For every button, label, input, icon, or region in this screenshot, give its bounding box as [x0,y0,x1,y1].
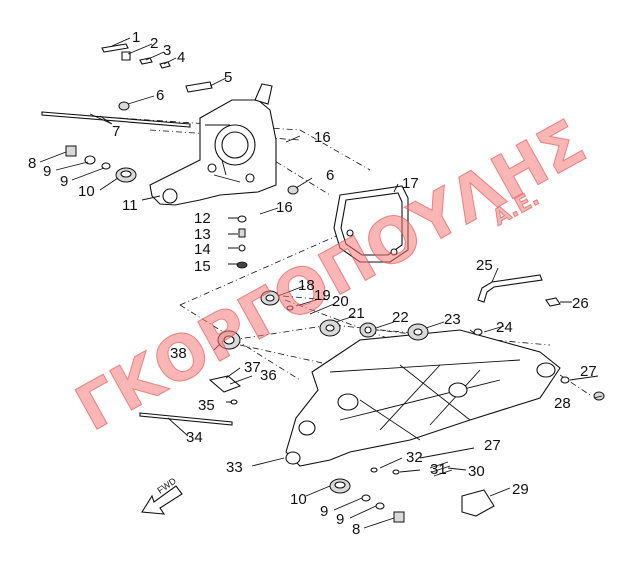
callout-9-bottom-a: 9 [320,503,328,520]
fwd-arrow: FWD [141,475,183,515]
callout-30: 30 [468,463,485,480]
callout-21: 21 [348,305,365,322]
callout-27-bottom: 27 [484,437,501,454]
callout-8-bottom: 8 [352,521,360,538]
callout-14: 14 [194,241,211,258]
callout-8-top: 8 [28,155,36,172]
callout-6-mid: 6 [326,167,334,184]
callout-33: 33 [226,459,243,476]
callout-11: 11 [122,197,138,214]
callout-31: 31 [430,461,447,478]
callout-5: 5 [224,69,232,86]
callout-38: 38 [170,345,187,362]
callout-18: 18 [298,277,315,294]
bearings-seals [217,290,483,350]
callout-9-top-a: 9 [43,163,51,180]
left-bolt-stack-top [65,101,299,195]
callout-12: 12 [194,210,211,227]
callout-37: 37 [244,359,261,376]
callout-19: 19 [314,287,331,304]
callout-1: 1 [132,29,140,46]
callout-36: 36 [260,367,277,384]
callout-9-bottom-b: 9 [336,511,344,528]
callout-4: 4 [177,49,185,66]
lever-parts [139,375,605,426]
callout-22: 22 [392,309,409,326]
callout-28: 28 [554,395,571,412]
callout-26: 26 [572,295,589,312]
callout-20: 20 [332,293,349,310]
callout-6-top: 6 [156,87,164,104]
main-crankcase [285,329,561,467]
leader-lines [39,37,603,529]
callout-17: 17 [402,175,419,192]
hose-25 [477,274,561,307]
callout-7: 7 [112,123,120,140]
callout-16-b: 16 [276,199,293,216]
callout-29: 29 [512,481,529,498]
callout-16-a: 16 [314,129,331,146]
callout-9-top-b: 9 [60,173,68,190]
small-stack-12-15 [236,215,248,269]
callout-10-top: 10 [78,183,95,200]
callout-32: 32 [406,449,423,466]
callout-24: 24 [496,319,513,336]
callout-27-right: 27 [580,363,597,380]
callout-10-bottom: 10 [290,491,307,508]
left-crankcase-cover [149,83,277,206]
callout-34: 34 [186,429,203,446]
callout-labels: 1 2 3 4 5 6 7 8 9 9 10 11 16 6 16 17 12 … [28,29,597,538]
callout-15: 15 [194,258,211,275]
callout-25: 25 [476,257,493,274]
callout-3: 3 [163,42,171,59]
callout-2: 2 [150,35,158,52]
callout-35: 35 [198,397,215,414]
gasket-17 [333,185,409,263]
callout-23: 23 [444,311,461,328]
rod-7 [41,111,191,128]
callout-13: 13 [194,226,211,243]
